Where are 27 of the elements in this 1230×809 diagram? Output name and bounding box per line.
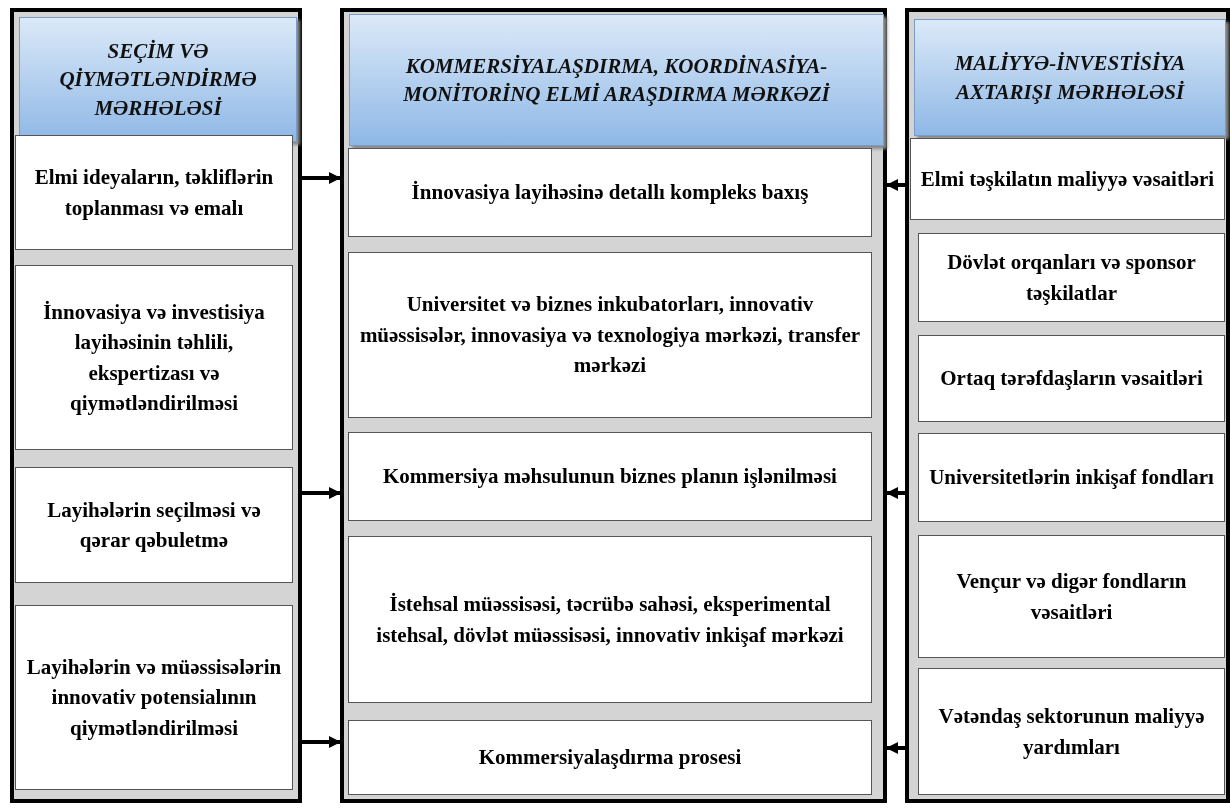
process-box: Vençur və digər fondların vəsaitləri <box>918 535 1225 658</box>
column-panel <box>10 8 302 803</box>
arrow <box>302 736 341 748</box>
process-box: Elmi ideyaların, təkliflərin toplanması və emalı <box>15 135 293 250</box>
process-box: Layihələrin seçilməsi və qərar qəbuletmə <box>15 467 293 583</box>
column-panel <box>340 8 887 803</box>
column-header: KOMMERSİYALAŞDIRMA, KOORDİNASİYA-MONİTORİNQ ELMİ ARAŞDIRMA MƏRKƏZİ <box>349 14 884 146</box>
column-header: SEÇİM VƏ QİYMƏTLƏNDİRMƏ MƏRHƏLƏSİ <box>19 17 297 142</box>
process-box: Layihələrin və müəssisələrin innovativ potensialının qiymətləndirilməsi <box>15 605 293 790</box>
arrow <box>302 172 341 184</box>
arrow <box>886 179 905 191</box>
arrow <box>886 742 905 754</box>
process-box: İnnovasiya və investisiya layihəsinin təhlili, ekspertizası və qiymətləndirilməsi <box>15 265 293 450</box>
column-header: MALİYYƏ-İNVESTİSİYA AXTARIŞI MƏRHƏLƏSİ <box>914 19 1226 136</box>
process-box: İstehsal müəssisəsi, təcrübə sahəsi, eksperimental istehsal, dövlət müəssisəsi, innovativ inkişaf mərkəzi <box>348 536 872 703</box>
process-box: Ortaq tərəfdaşların vəsaitləri <box>918 335 1225 422</box>
process-box: Universitetlərin inkişaf fondları <box>918 433 1225 522</box>
process-box: Universitet və biznes inkubatorları, innovativ müəssisələr, innovasiya və texnologiya mərkəzi, transfer mərkəzi <box>348 252 872 418</box>
process-box: Kommersiyalaşdırma prosesi <box>348 720 872 795</box>
process-box: Elmi təşkilatın maliyyə vəsaitləri <box>910 138 1225 220</box>
process-box: Dövlət orqanları və sponsor təşkilatlar <box>918 233 1225 322</box>
arrow <box>886 487 905 499</box>
arrow <box>302 487 341 499</box>
process-box: Vətəndaş sektorunun maliyyə yardımları <box>918 668 1225 795</box>
column-panel <box>905 8 1230 803</box>
process-box: Kommersiya məhsulunun biznes planın işlənilməsi <box>348 432 872 521</box>
process-box: İnnovasiya layihəsinə detallı kompleks baxış <box>348 148 872 237</box>
